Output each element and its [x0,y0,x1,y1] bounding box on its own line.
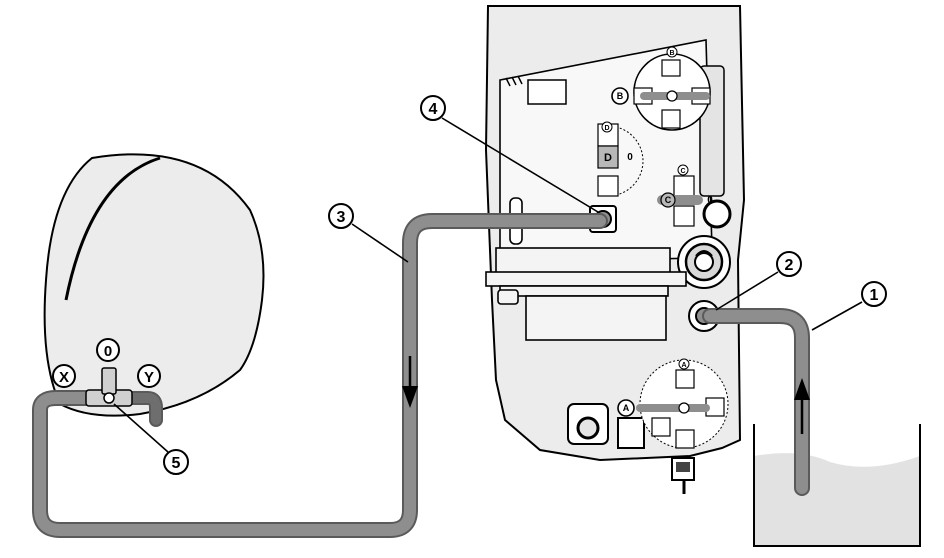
pump-head [677,235,731,289]
knob-b-top-label: B [669,50,674,57]
callout-1-label: 1 [870,287,879,304]
knob-d-dial: D D 0 [597,121,644,197]
knob-c-label: C [665,195,672,205]
down-arrow [402,356,418,408]
knob-b-dial: B B [611,46,711,131]
knob-d-value: 0 [627,152,633,163]
callout-4-label: 4 [429,101,438,118]
drain-valve [671,457,695,494]
knob-c-dial: C C 0 [657,164,713,227]
liquid-container [753,424,921,547]
bag-fold [64,156,161,301]
knob-a-label: A [623,403,630,413]
callout-3-label: 3 [337,209,346,226]
knob-d-label: D [604,152,612,164]
callout-4: 4 [420,95,599,213]
callout-1: 1 [811,281,887,331]
valve-x-label: X [59,369,69,386]
liquid-surface [754,453,920,546]
container-walls [753,424,921,547]
knob-a-badge [617,399,635,417]
knob-c-value: 0 [707,195,713,206]
knob-b-label: B [617,91,624,101]
lower-connector [567,403,645,449]
vent-slots [505,75,523,87]
hoses [32,213,810,538]
valve-zero-label: 0 [104,343,112,360]
callout-2: 2 [715,251,802,311]
knob-c-top-label: C [680,168,685,175]
side-cap [702,199,732,229]
valve-y-label: Y [144,369,154,386]
callout-3: 3 [328,203,409,263]
callout-2-label: 2 [785,257,794,274]
valve-x-badge: X [52,364,76,388]
rails [485,247,687,341]
three-way-valve [85,367,133,407]
valve-zero-badge: 0 [96,338,120,362]
valve-y-badge: Y [137,364,161,388]
flow-arrows [402,356,810,434]
display-window [527,79,567,105]
callout-5: 5 [113,403,189,475]
knob-a-dial: A A [617,358,729,449]
knob-d-top-label: D [604,125,609,132]
knob-a-top-label: A [681,362,686,369]
knob-b-badge [611,87,629,105]
up-arrow [794,378,810,434]
callout-5-label: 5 [172,455,181,472]
